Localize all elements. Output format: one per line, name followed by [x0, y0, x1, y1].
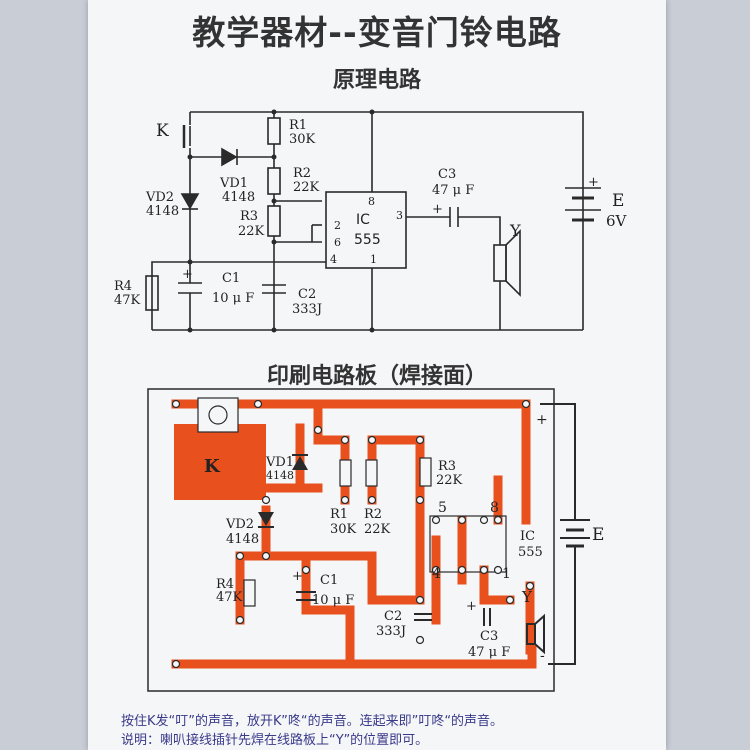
label-vd1-value: 4148 [222, 190, 255, 205]
pcb-label-vd1: VD1 [265, 455, 294, 470]
label-c1-value: 10 μ F [212, 291, 254, 306]
note-line-1: 按住K发“叮”的声音，放开K”咚“的声音。连起来即”叮咚“的声音。 [121, 714, 504, 729]
pcb-vd1 [292, 456, 308, 470]
pcb-ic-outline [429, 515, 507, 573]
schematic-title: 原理电路 [332, 68, 421, 93]
pcb [147, 388, 590, 692]
label-y: Y [509, 221, 521, 240]
pcb-label-vd1-value: 4148 [266, 469, 294, 482]
label-c1-plus: + [182, 267, 193, 282]
pcb-label-c3: C3 [480, 629, 498, 644]
pcb-label-r2-value: 22K [364, 522, 391, 537]
pcb-label-c1: C1 [320, 573, 338, 588]
pin-2: 2 [334, 219, 341, 232]
pcb-label-y: Y [521, 588, 533, 606]
label-r3-value: 22K [238, 224, 265, 239]
label-battery-plus: + [588, 175, 599, 190]
pcb-label-ic-555: 555 [518, 545, 543, 560]
ic-555-box [325, 191, 407, 269]
label-ic: IC [356, 212, 370, 228]
label-r1-value: 30K [289, 132, 316, 147]
page-title: 教学器材--变音门铃电路 [192, 13, 562, 52]
label-r2-value: 22K [293, 180, 320, 195]
pcb-pin-5: 5 [438, 500, 447, 516]
pcb-labels: K VD1 4148 VD2 4148 R1 30K R2 22K R3 22K… [204, 412, 604, 664]
label-k: K [156, 121, 169, 141]
schematic-labels: K R1 30K R2 22K R3 22K VD1 4148 VD2 4148… [114, 118, 628, 317]
pcb-r3 [419, 457, 432, 487]
speaker-y [493, 244, 507, 282]
pin-1: 1 [370, 253, 377, 266]
pcb-label-ic: IC [520, 529, 535, 544]
pcb-label-r4: R4 [216, 577, 234, 592]
pin-3: 3 [396, 209, 403, 222]
label-vd2: VD2 [145, 190, 174, 205]
pcb-label-vd2: VD2 [225, 517, 254, 532]
pcb-label-r1: R1 [330, 507, 348, 522]
pcb-switch-body [197, 397, 239, 433]
pcb-speaker [526, 623, 536, 645]
pcb-r2 [365, 459, 378, 487]
label-c3: C3 [438, 167, 456, 182]
label-vd1: VD1 [219, 176, 248, 191]
sheet: 教学器材--变音门铃电路 原理电路 印刷电路板（焊接面） 按住K发“叮”的声音，… [88, 0, 666, 750]
pcb-label-c1-plus: + [292, 569, 303, 584]
pcb-r4 [243, 579, 256, 607]
pcb-label-minus: - [540, 648, 545, 664]
schematic [145, 109, 601, 333]
pcb-switch-pad [174, 424, 266, 500]
label-c2-value: 333J [292, 302, 322, 317]
pcb-label-k: K [204, 456, 221, 477]
pcb-label-r3-value: 22K [436, 473, 463, 488]
pcb-pin-1: 1 [502, 566, 511, 582]
pcb-label-r4-value: 47K [216, 590, 243, 605]
pcb-label-plus: + [536, 412, 548, 428]
pcb-label-e: E [592, 525, 604, 545]
label-e-value: 6V [606, 212, 628, 230]
pcb-label-r2: R2 [364, 507, 382, 522]
pin-8: 8 [368, 195, 375, 208]
pcb-label-c1-value: 10 μ F [312, 593, 354, 608]
pcb-outline [147, 388, 555, 692]
pcb-label-c3-plus: + [466, 599, 477, 614]
resistor-r2 [267, 167, 281, 195]
label-c1: C1 [222, 271, 240, 286]
resistor-r1 [267, 117, 281, 145]
label-r3: R3 [240, 209, 258, 224]
resistor-r3 [267, 205, 281, 237]
label-c3-value: 47 μ F [432, 183, 474, 198]
pcb-vd2 [258, 512, 274, 526]
diode-vd2 [180, 193, 200, 210]
pin-4: 4 [330, 253, 337, 266]
label-r2: R2 [293, 166, 311, 181]
note-line-2: 说明：喇叭接线插针先焊在线路板上“Y”的位置即可。 [121, 733, 429, 748]
label-vd2-value: 4148 [146, 204, 179, 219]
label-e: E [612, 191, 624, 211]
pcb-label-r3: R3 [438, 459, 456, 474]
resistor-r4 [145, 275, 159, 311]
pcb-label-r1-value: 30K [330, 522, 357, 537]
label-r4-value: 47K [114, 293, 141, 308]
label-r4: R4 [114, 279, 132, 294]
pin-6: 6 [334, 236, 341, 249]
pcb-label-c3-value: 47 μ F [468, 645, 510, 660]
pcb-label-vd2-value: 4148 [226, 532, 259, 547]
wire-top-rail [190, 111, 584, 330]
label-c3-plus: + [432, 202, 443, 217]
label-ic-555: 555 [354, 232, 381, 248]
pcb-pin-8: 8 [490, 500, 499, 516]
pcb-pin-4: 4 [432, 566, 441, 582]
pcb-label-c2-value: 333J [376, 624, 406, 639]
label-r1: R1 [289, 118, 307, 133]
label-c2: C2 [298, 287, 316, 302]
pcb-traces [171, 399, 537, 669]
pcb-r1 [339, 459, 352, 487]
pcb-title: 印刷电路板（焊接面） [266, 364, 487, 389]
diode-vd1 [221, 147, 238, 167]
pcb-label-c2: C2 [384, 609, 402, 624]
